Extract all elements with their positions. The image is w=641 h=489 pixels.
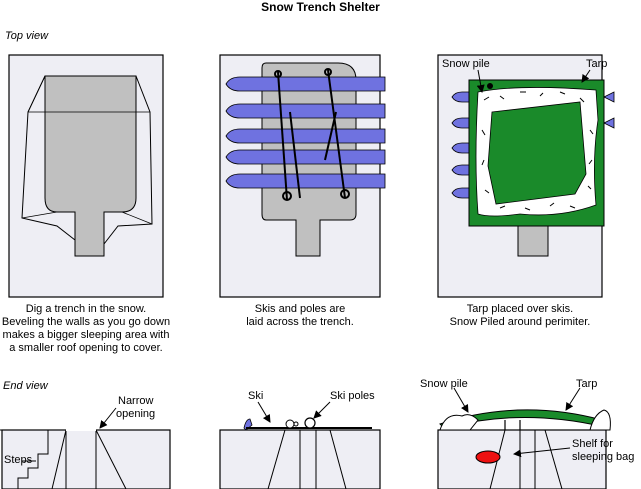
diagram-title: Snow Trench Shelter [261,0,380,14]
end-panel-skis [219,417,381,489]
label-shelf-1: Shelf for [572,438,613,450]
label-tarp-top: Tarp [586,58,608,70]
ski-poles [274,68,350,201]
ski-row [225,76,386,189]
label-ski: Ski [248,390,264,402]
label-shelf-2: sleeping bag [572,451,635,463]
label-snow-pile-top: Snow pile [442,58,490,70]
label-narrow: Narrow [118,395,154,407]
caption-skis: Skis and poles are laid across the trenc… [246,303,354,328]
label-opening: opening [116,408,156,420]
top-view-heading: Top view [5,30,49,42]
snow-texture [481,91,594,211]
top-panel-skis [219,54,386,298]
label-tarp-end: Tarp [576,378,598,390]
caption-trench: Dig a trench in the snow. Beveling the w… [1,303,171,354]
end-panel-trench [0,429,171,489]
caption-tarp: Tarp placed over skis. Snow Piled around… [449,303,591,328]
label-ski-poles: Ski poles [330,390,375,402]
end-view-heading: End view [3,380,48,392]
end-panel-tarp [437,409,611,489]
label-snow-pile-end: Snow pile [420,378,468,390]
top-panel-tarp [437,54,615,298]
top-panel-trench [8,54,164,298]
label-steps: Steps [4,454,33,466]
